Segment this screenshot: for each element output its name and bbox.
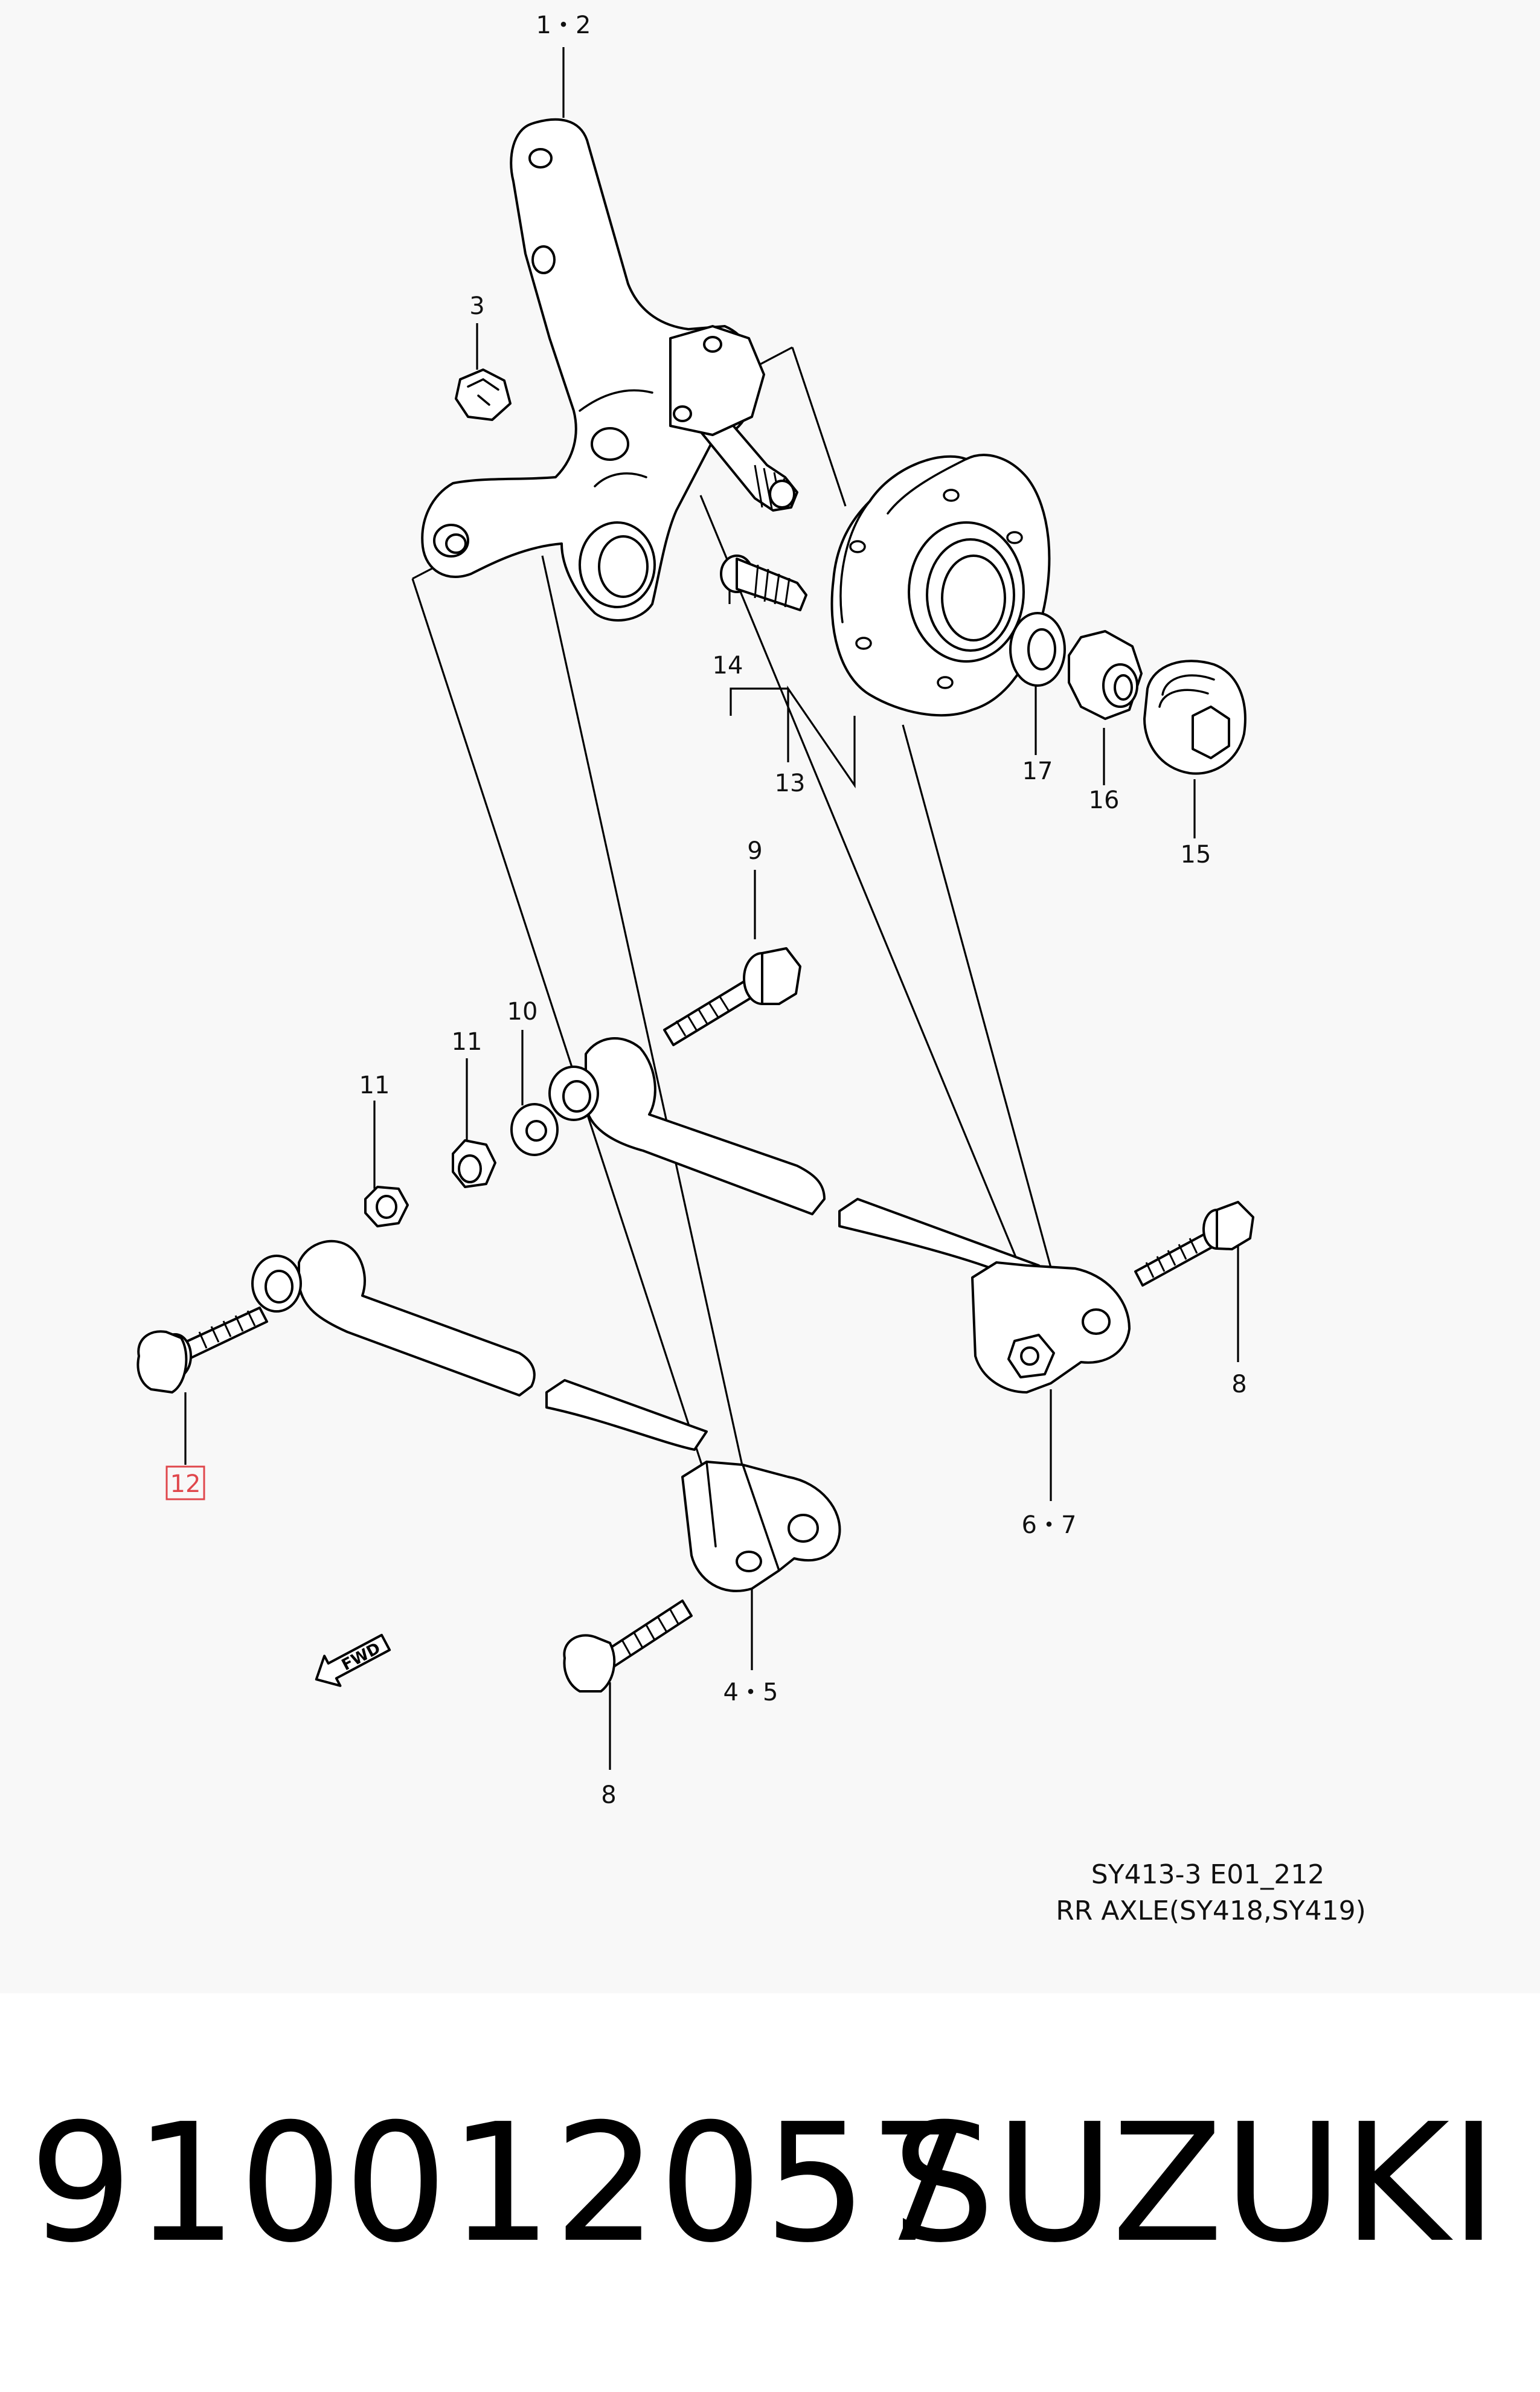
callout-3: 3: [469, 292, 484, 320]
lower-arm-bracket: [681, 1461, 841, 1592]
sheet-title: RR AXLE(SY418,SY419): [1056, 1895, 1366, 1926]
washer-17: [1009, 612, 1066, 687]
callout-10: 10: [507, 998, 538, 1026]
leader-lines: [184, 47, 1239, 1770]
upper-lateral-arm: [548, 1037, 1040, 1282]
part-number: 910012057: [29, 2088, 974, 2278]
bolt-8-bottom: [563, 1599, 693, 1693]
callout-12-box: [165, 1465, 205, 1500]
rear-knuckle: [421, 118, 798, 622]
upper-arm-bracket: [971, 1261, 1131, 1394]
callout-12: 12: [170, 1470, 201, 1498]
nut-11-lower: [364, 1186, 409, 1227]
callout-17: 17: [1022, 757, 1053, 785]
bolt-12: [136, 1307, 268, 1394]
hub-bolt-14: [720, 555, 807, 611]
nut-3: [455, 368, 512, 421]
callout-8-bottom: 8: [601, 1781, 616, 1809]
callout-9: 9: [747, 837, 762, 865]
nut-16: [1068, 630, 1143, 720]
lower-lateral-arm: [251, 1239, 708, 1451]
callout-11-upper: 11: [452, 1028, 483, 1056]
diagram-panel: FWD 1・2 3 14 13 17 16 15 9 10 11 11 12 8…: [136, 11, 1366, 1926]
callout-6-7: 6・7: [1022, 1511, 1077, 1539]
fwd-label: FWD: [339, 1639, 383, 1674]
callout-13: 13: [775, 770, 806, 797]
fwd-arrow-icon: FWD: [315, 1633, 391, 1687]
bushing-10: [510, 1103, 559, 1156]
brake-drum-13: [830, 454, 1051, 717]
brand-name: SUZUKI: [891, 2088, 1498, 2278]
sheet-code: SY413-3 E01_212: [1091, 1859, 1324, 1890]
exploded-parts-diagram: FWD 1・2 3 14 13 17 16 15 9 10 11 11 12 8…: [136, 11, 1366, 1926]
cap-15: [1143, 660, 1246, 775]
nut-11-upper: [452, 1139, 496, 1188]
callout-14: 14: [713, 652, 743, 680]
callout-15: 15: [1181, 841, 1211, 869]
callout-1-2: 1・2: [536, 11, 591, 39]
callout-16: 16: [1089, 786, 1120, 814]
bolt-9: [663, 947, 801, 1046]
callout-8-right: 8: [1231, 1371, 1246, 1398]
bolt-8-right: [1134, 1201, 1254, 1287]
callout-labels: 1・2 3 14 13 17 16 15 9 10 11 11 12 8 6・7…: [165, 11, 1247, 1809]
callout-4-5: 4・5: [723, 1679, 778, 1706]
callout-11-lower: 11: [359, 1072, 390, 1099]
